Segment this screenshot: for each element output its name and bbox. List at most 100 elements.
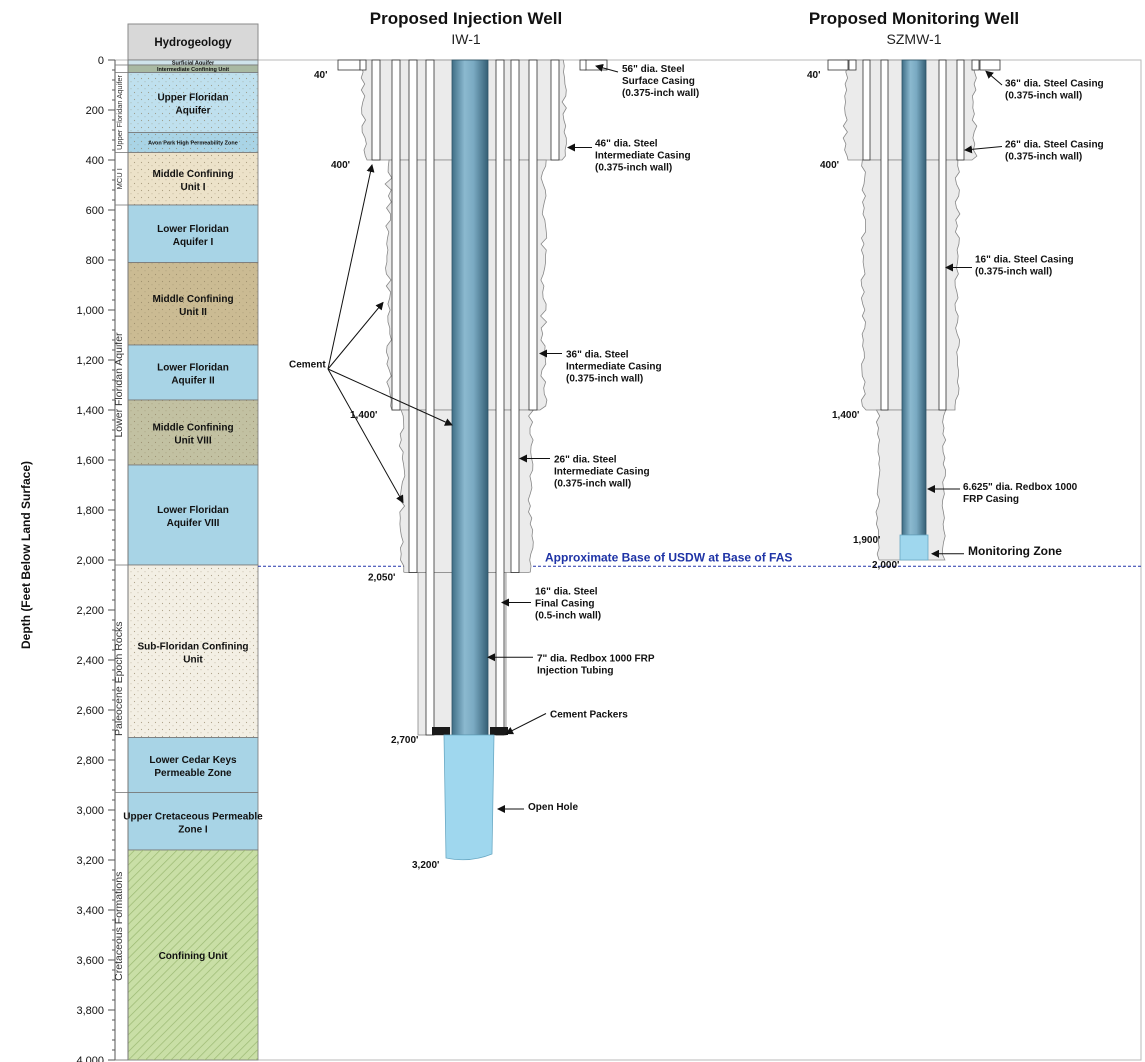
- callout-cement: Cement: [289, 360, 326, 371]
- callout-16in-casing: Final Casing: [535, 599, 594, 610]
- injection-depth-label: 40': [314, 70, 328, 81]
- y-tick-label: 3,600: [76, 955, 104, 967]
- callout-mon-26in: (0.375-inch wall): [1005, 152, 1082, 163]
- mon-casing-36in-right-wall: [971, 59, 980, 71]
- cement-packer: [490, 727, 508, 735]
- stratum-label: Lower Floridan: [157, 505, 229, 516]
- monitoring-well-schematic: 40'400'1,400'1,900'2,000'36" dia. Steel …: [807, 59, 1104, 571]
- callout-26in-casing: 26" dia. Steel: [554, 455, 617, 466]
- casing-56in-inner: [359, 59, 367, 71]
- stratum-label: Middle Confining: [152, 169, 233, 180]
- y-tick-label: 0: [98, 55, 104, 67]
- stratum-label: Avon Park High Permeability Zone: [148, 141, 238, 147]
- y-tick-label: 800: [86, 255, 104, 267]
- stratum-label: Unit II: [179, 307, 207, 318]
- y-tick-label: 2,200: [76, 605, 104, 617]
- hydrogeology-header-label: Hydrogeology: [154, 37, 232, 49]
- y-tick-label: 1,000: [76, 305, 104, 317]
- mon-surface-casing-right: [979, 59, 1001, 71]
- casing-56in-inner: [579, 59, 587, 71]
- stratum-pattern: [128, 152, 258, 205]
- cement-arrow: [327, 368, 404, 504]
- open-hole: [443, 734, 495, 861]
- callout-46in-casing: Intermediate Casing: [595, 151, 691, 162]
- callout-monitoring-zone: Monitoring Zone: [968, 544, 1062, 558]
- stratum-label: Aquifer VIII: [167, 518, 220, 529]
- group-label: Paleocene Epoch Rocks: [113, 622, 125, 736]
- stratum-label: Surficial Aquifer: [172, 61, 215, 67]
- callout-16in-casing: (0.5-inch wall): [535, 611, 601, 622]
- mon-frp-casing: [901, 59, 927, 536]
- injection-depth-label: 2,050': [368, 573, 395, 584]
- stratum-pattern: [128, 850, 258, 1060]
- monitoring-depth-label: 2,000': [872, 560, 899, 571]
- group-label: MCU I: [115, 168, 124, 189]
- y-tick-label: 600: [86, 205, 104, 217]
- y-tick-label: 2,600: [76, 705, 104, 717]
- y-axis-ticks: 02004006008001,0001,2001,4001,6001,8002,…: [76, 55, 116, 1062]
- stratum-label: Sub-Floridan Confining: [137, 641, 248, 652]
- stratum-label: Upper Floridan: [157, 93, 228, 104]
- callout-mon-26in: 26" dia. Steel Casing: [1005, 140, 1104, 151]
- stratum-label: Lower Floridan: [157, 224, 229, 235]
- y-tick-label: 2,400: [76, 655, 104, 667]
- y-tick-label: 1,400: [76, 405, 104, 417]
- casing-26in-left-wall: [408, 59, 418, 573]
- cement-arrow: [327, 368, 453, 426]
- stratum-label: Unit VIII: [174, 436, 211, 447]
- monitoring-depth-label: 400': [820, 160, 839, 171]
- mon-casing-36in-left-wall: [848, 59, 857, 71]
- casing-16in-right-wall: [495, 59, 505, 736]
- stratum-pattern: [128, 565, 258, 738]
- callout-36in-casing: Intermediate Casing: [566, 362, 662, 373]
- casing-46in-left-wall: [371, 59, 381, 161]
- y-tick-label: 200: [86, 105, 104, 117]
- stratum-label: Zone I: [178, 824, 208, 835]
- y-tick-label: 400: [86, 155, 104, 167]
- callout-16in-casing: 16" dia. Steel: [535, 587, 598, 598]
- callout-injection-tubing: Injection Tubing: [537, 665, 613, 676]
- group-label: Upper Floridan Aquifer: [115, 74, 124, 150]
- y-tick-label: 3,800: [76, 1005, 104, 1017]
- injection-tubing: [451, 59, 489, 736]
- callout-mon-16in: (0.375-inch wall): [975, 267, 1052, 278]
- monitoring-zone: [899, 534, 929, 561]
- mon-surface-casing-left: [827, 59, 849, 71]
- stratum-label: Unit I: [181, 182, 206, 193]
- injection-well-title: Proposed Injection Well: [370, 9, 562, 28]
- stratum-label: Permeable Zone: [154, 768, 232, 779]
- y-tick-label: 4,000: [76, 1055, 104, 1062]
- injection-depth-label: 1,400': [350, 410, 377, 421]
- stratum-label: Confining Unit: [159, 951, 229, 962]
- mon-casing-26in-right-wall: [956, 59, 965, 161]
- stratum-rect: [127, 344, 259, 401]
- monitoring-well-id: SZMW-1: [887, 31, 942, 47]
- cement-arrow: [327, 164, 375, 370]
- injection-depth-label: 3,200': [412, 860, 439, 871]
- mon-casing-16in-right-wall: [938, 59, 947, 411]
- y-axis-label: Depth (Feet Below Land Surface): [19, 461, 33, 649]
- casing-26in-right-wall: [510, 59, 520, 573]
- casing-56in-left: [337, 59, 361, 71]
- y-tick-label: 2,800: [76, 755, 104, 767]
- callout-26in-casing: Intermediate Casing: [554, 467, 650, 478]
- casing-16in-left-wall: [425, 59, 435, 736]
- callout-arrow: [964, 145, 1003, 154]
- y-tick-label: 3,200: [76, 855, 104, 867]
- y-tick-label: 1,600: [76, 455, 104, 467]
- callout-cement-packers: Cement Packers: [550, 710, 628, 721]
- callout-36in-casing: (0.375-inch wall): [566, 374, 643, 385]
- callout-surface-casing: 56" dia. Steel: [622, 64, 685, 75]
- stratum-label: Intermediate Confining Unit: [157, 67, 229, 73]
- callout-open-hole: Open Hole: [528, 802, 578, 813]
- stratum-pattern: [128, 400, 258, 465]
- stratum-label: Lower Floridan: [157, 363, 229, 374]
- group-label: Lower Floridan Aquifer: [113, 332, 125, 438]
- monitoring-depth-label: 40': [807, 70, 821, 81]
- y-tick-label: 1,800: [76, 505, 104, 517]
- callout-26in-casing: (0.375-inch wall): [554, 479, 631, 490]
- casing-46in-right-wall: [550, 59, 560, 161]
- injection-depth-label: 400': [331, 160, 350, 171]
